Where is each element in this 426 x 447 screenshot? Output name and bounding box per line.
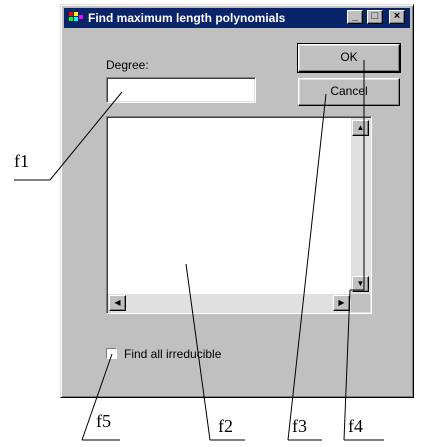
cancel-button[interactable]: Cancel [298,78,400,106]
f1-leader [49,91,123,181]
scrollbar-corner [351,294,370,312]
horizontal-scrollbar[interactable] [108,294,351,312]
f5-leader [81,353,113,441]
callout-f4: f4 [348,416,363,436]
results-listbox[interactable] [106,116,372,314]
title-bar[interactable] [64,8,410,28]
close-button[interactable]: × [389,10,405,24]
scroll-left-icon[interactable]: ◀ [109,295,126,311]
callout-f1: f1 [14,151,29,171]
minimize-button[interactable]: _ [347,10,363,24]
app-icon [68,11,84,25]
f2-leader [185,263,211,441]
degree-label: Degree: [106,58,149,72]
callout-f5: f5 [96,411,111,431]
degree-input[interactable] [106,77,256,103]
window-title: Find maximum length polynomials [88,11,286,25]
f4-leader [343,289,351,441]
maximize-button[interactable]: □ [367,10,383,24]
callout-f2: f2 [218,416,233,436]
scroll-down-icon[interactable]: ▼ [352,276,369,292]
find-all-irreducible-label: Find all irreducible [124,347,222,361]
f3-leader [287,93,327,441]
vertical-scrollbar[interactable] [351,118,370,294]
find-all-irreducible-checkbox[interactable] [106,348,117,359]
scroll-up-icon[interactable]: ▲ [352,120,369,136]
ok-button[interactable]: OK [297,43,401,73]
callout-f3: f3 [292,416,307,436]
